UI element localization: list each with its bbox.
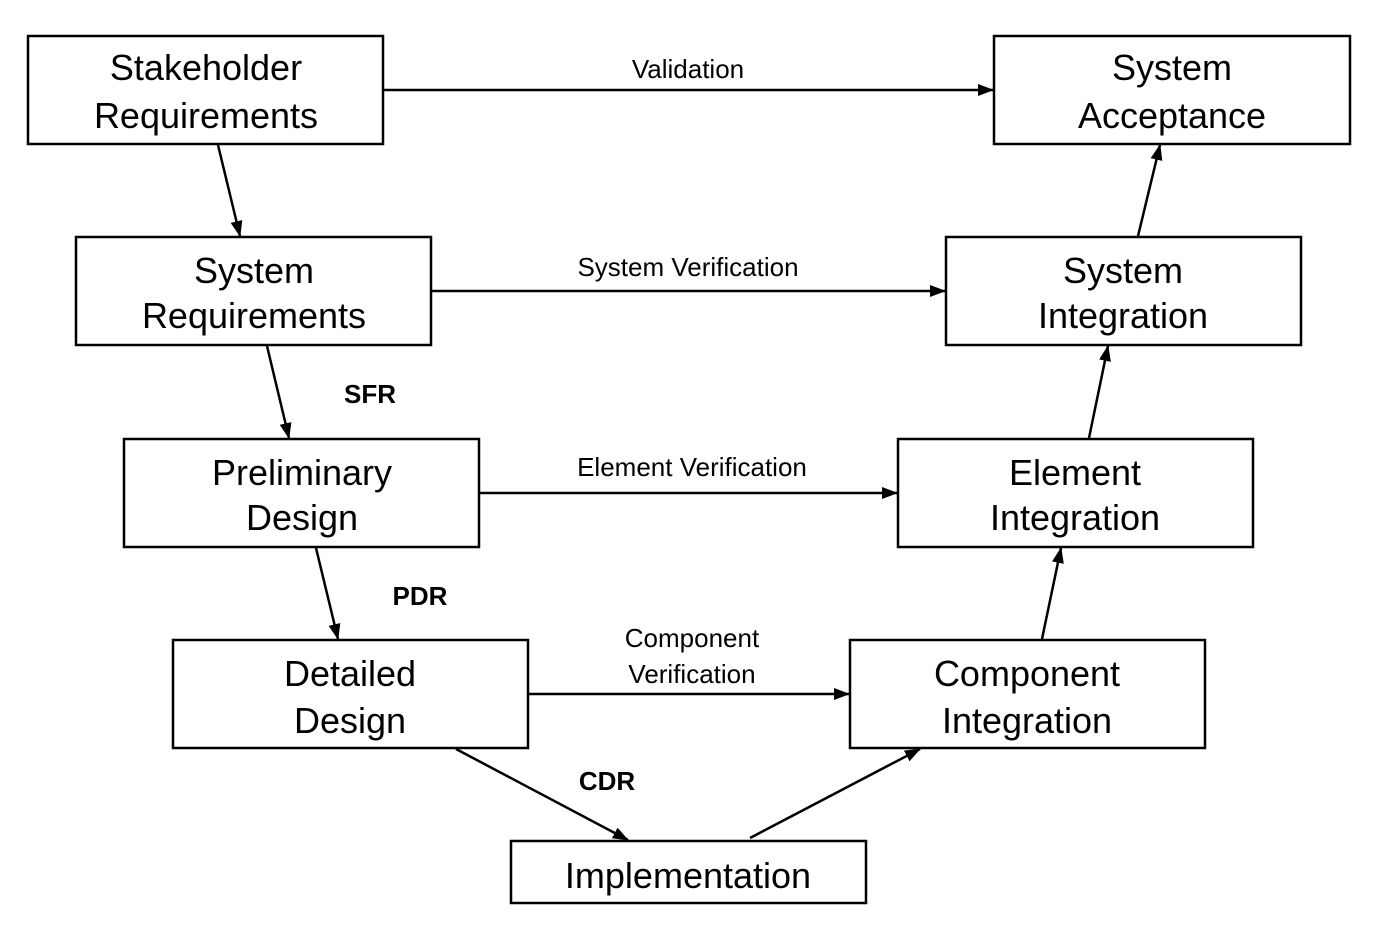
box-label-line: Integration xyxy=(1038,295,1208,336)
label-component-verification-line: Verification xyxy=(628,659,755,689)
arrow-system-int-to-acceptance xyxy=(1136,144,1163,237)
box-label-line: Requirements xyxy=(142,295,366,336)
arrow-component-to-element xyxy=(1040,547,1064,640)
box-label-line: Requirements xyxy=(94,95,318,136)
box-label-line: Integration xyxy=(990,497,1160,538)
box-implementation: Implementation xyxy=(509,839,868,905)
box-label-line: Stakeholder xyxy=(110,47,302,88)
label-component-verification-line: Component xyxy=(625,623,760,653)
box-preliminary-design: Preliminary Design xyxy=(122,437,481,549)
arrow-stakeholder-to-system-req xyxy=(216,144,243,237)
box-system-requirements: System Requirements xyxy=(74,235,433,347)
box-label-line: Acceptance xyxy=(1078,95,1266,136)
label-element-verification: Element Verification xyxy=(577,452,807,482)
arrows xyxy=(216,84,1163,842)
review-sfr: SFR xyxy=(344,379,396,409)
box-label-line: Integration xyxy=(942,700,1112,741)
label-system-verification: System Verification xyxy=(577,252,798,282)
box-element-integration: Element Integration xyxy=(896,437,1255,549)
arrow-implementation-to-component xyxy=(749,747,921,840)
arrow-preliminary-to-detailed xyxy=(314,547,341,640)
box-label-line: Detailed xyxy=(284,653,416,694)
box-label-line: System xyxy=(194,250,314,291)
box-stakeholder-requirements: Stakeholder Requirements xyxy=(26,34,385,146)
arrow-element-to-system-int xyxy=(1087,345,1111,439)
arrow-detailed-to-implementation xyxy=(455,747,629,842)
box-system-acceptance: System Acceptance xyxy=(992,34,1352,146)
box-label-line: Component xyxy=(934,653,1120,694)
review-pdr: PDR xyxy=(393,581,448,611)
box-detailed-design: Detailed Design xyxy=(171,638,530,750)
box-label-line: System xyxy=(1112,47,1232,88)
box-label-line: Implementation xyxy=(565,855,811,896)
box-label-line: Element xyxy=(1009,452,1141,493)
box-label-line: System xyxy=(1063,250,1183,291)
box-component-integration: Component Integration xyxy=(848,638,1207,750)
box-label-line: Preliminary xyxy=(212,452,392,493)
label-validation: Validation xyxy=(632,54,744,84)
box-label-line: Design xyxy=(246,497,358,538)
box-system-integration: System Integration xyxy=(944,235,1303,347)
arrow-system-req-to-preliminary xyxy=(265,345,292,439)
review-cdr: CDR xyxy=(579,766,636,796)
box-label-line: Design xyxy=(294,700,406,741)
